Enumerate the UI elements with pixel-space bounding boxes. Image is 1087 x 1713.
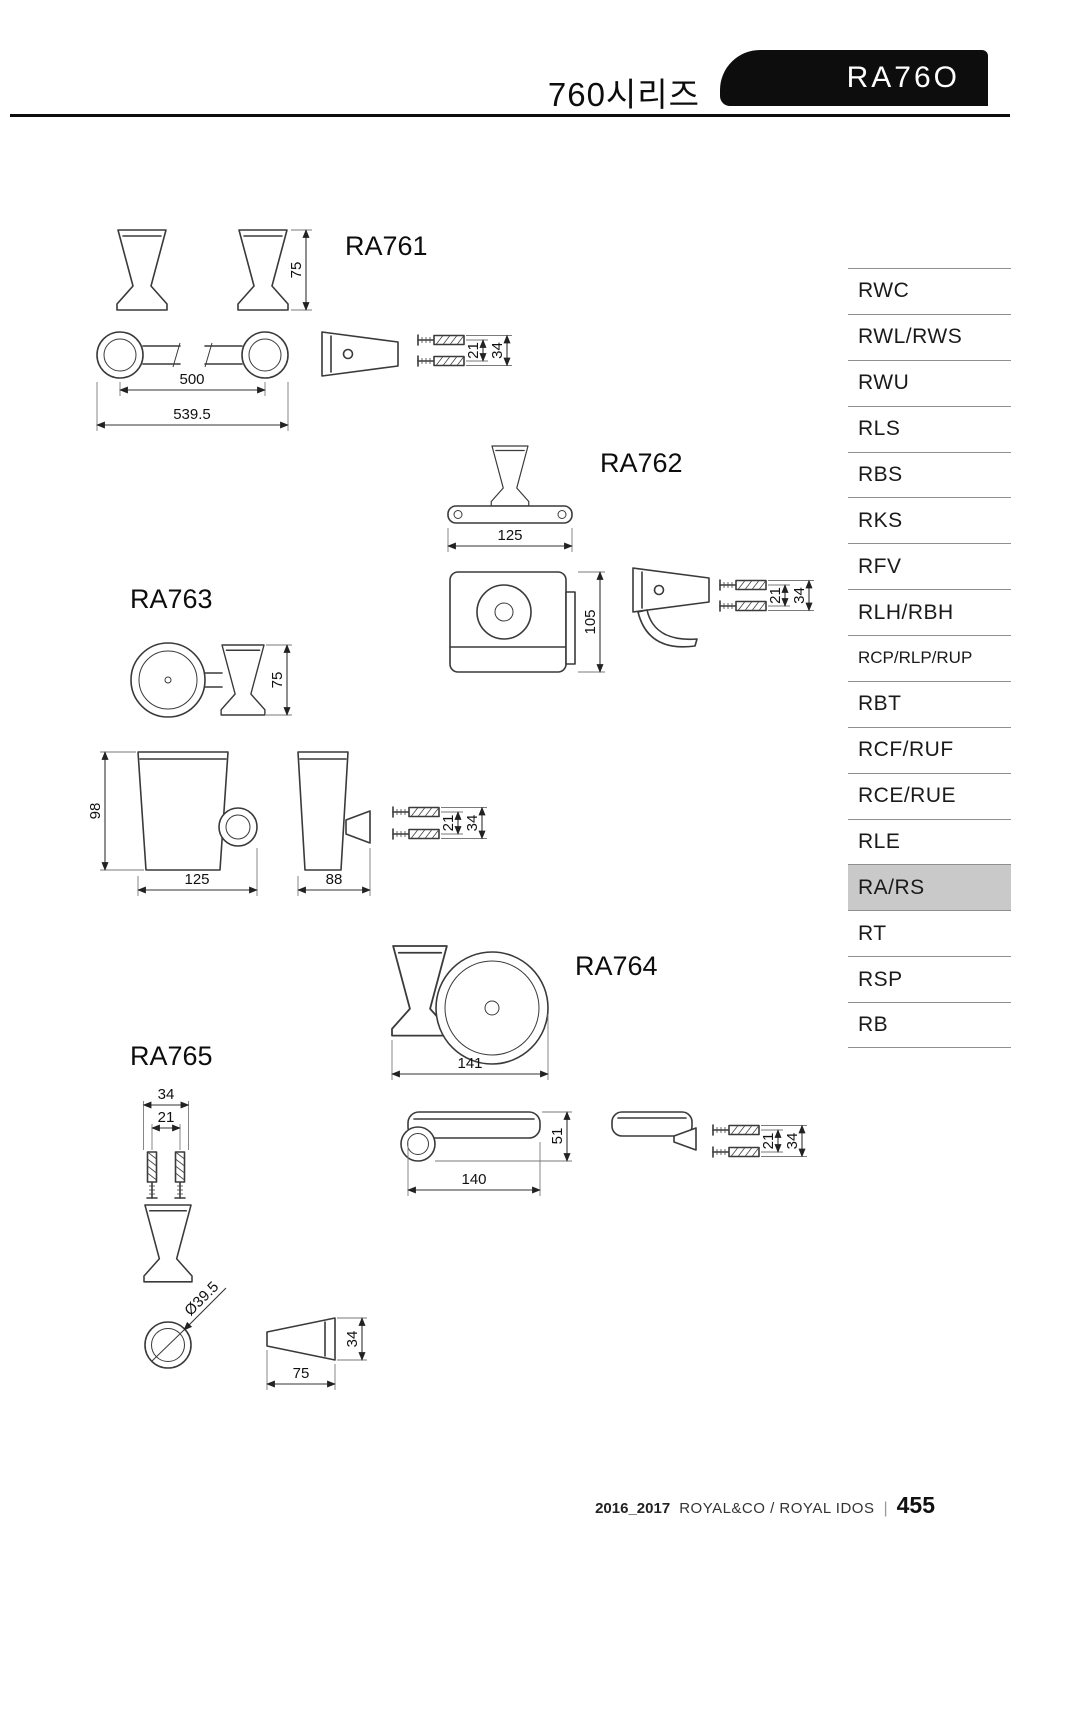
ra765-dim-height: 34 <box>344 1331 361 1348</box>
ra762-dim-hole-spacing: 21 <box>767 587 784 604</box>
sidebar-item-rbs: RBS <box>848 451 1011 498</box>
ra761-drawing: RA761 75 500 539.5 <box>96 229 512 431</box>
ra762-front-view: 105 <box>449 571 605 673</box>
ra765-label: RA765 <box>130 1041 213 1071</box>
sidebar-item-rb: RB <box>848 1002 1011 1048</box>
ra764-label: RA764 <box>575 951 658 981</box>
sidebar-item-rbt: RBT <box>848 680 1011 727</box>
series-tab: RA76O <box>720 50 988 106</box>
sidebar-item-rwu: RWU <box>848 359 1011 406</box>
ra761-label: RA761 <box>345 231 428 261</box>
sidebar-item-label: RB <box>858 1012 889 1036</box>
ra763-top-view: 75 <box>130 642 292 718</box>
ra764-dim-hole-overall: 34 <box>784 1133 801 1150</box>
sidebar-item-label: RT <box>858 921 887 945</box>
ra761-dim-hole-overall: 34 <box>489 342 506 359</box>
series-tab-label: RA76O <box>846 61 960 94</box>
sidebar-item-rks: RKS <box>848 497 1011 543</box>
ra762-top-view: 125 <box>447 445 573 552</box>
sidebar-item-label: RLS <box>858 417 901 441</box>
sidebar-item-label: RKS <box>858 508 903 532</box>
ra761-dim-bar-length: 500 <box>179 371 204 388</box>
ra765-base-view: Ø39.5 <box>144 1278 227 1369</box>
sidebar-item-label: RCP/RLP/RUP <box>858 648 973 668</box>
ra762-drawing: RA762 125 105 <box>447 445 814 673</box>
ra764-dim-width: 140 <box>461 1171 486 1188</box>
sidebar-item-rle: RLE <box>848 818 1011 865</box>
ra761-dim-post-height: 75 <box>288 262 305 279</box>
header-rule <box>10 114 1010 117</box>
ra764-dim-height: 51 <box>549 1128 566 1145</box>
ra763-dim-hole-overall: 34 <box>464 815 481 832</box>
footer-edition: 2016_2017 <box>595 1500 671 1517</box>
sidebar-item-label: RWU <box>858 371 910 395</box>
ra761-front-view: 75 <box>116 229 312 311</box>
ra765-dim-hole-overall: 34 <box>158 1086 175 1103</box>
ra763-dim-post-height: 75 <box>269 672 286 689</box>
sidebar-item-label: RFV <box>858 554 902 578</box>
ra761-plan-view: 500 539.5 <box>96 331 289 431</box>
sidebar-item-label: RBS <box>858 462 903 486</box>
ra765-front-view <box>143 1204 193 1283</box>
sidebar-item-rsp: RSP <box>848 956 1011 1002</box>
sidebar-item-rls: RLS <box>848 405 1011 452</box>
sidebar-item-rt: RT <box>848 910 1011 956</box>
ra762-dim-width: 125 <box>497 527 522 544</box>
sidebar-item-label: RWL/RWS <box>858 325 963 349</box>
category-index-sidebar: RWC RWL/RWS RWU RLS RBS RKS RFV RLH/RBH RCP/RLP/… <box>848 268 1011 1048</box>
sidebar-item-label: RLE <box>858 829 901 853</box>
sidebar-item-label: RBT <box>858 692 902 716</box>
sidebar-item-label: RCE/RUE <box>858 784 957 808</box>
ra761-dim-overall-length: 539.5 <box>173 406 211 423</box>
ra762-side-view-mounting: 21 34 <box>632 567 814 648</box>
ra763-front-view: 98 125 <box>87 751 258 896</box>
ra763-dim-depth: 88 <box>326 871 343 888</box>
ra764-front-view: 51 140 <box>400 1111 572 1196</box>
ra764-side-view-mounting: 21 34 <box>611 1111 807 1158</box>
sidebar-item-rce-rue: RCE/RUE <box>848 772 1011 819</box>
sidebar-item-rwc: RWC <box>848 268 1011 314</box>
sidebar-item-ra-rs: RA/RS <box>848 864 1011 911</box>
sidebar-item-label: RLH/RBH <box>858 600 954 624</box>
ra761-dim-hole-spacing: 21 <box>465 342 482 359</box>
ra762-dim-hole-overall: 34 <box>791 587 808 604</box>
ra765-mounting-holes: 34 21 <box>142 1086 190 1199</box>
sidebar-item-label: RWC <box>858 279 910 303</box>
ra763-dim-cup-height: 98 <box>87 803 104 820</box>
ra764-dim-hole-spacing: 21 <box>760 1133 777 1150</box>
page-footer: 2016_2017 ROYAL&CO / ROYAL IDOS | 455 <box>595 1492 935 1519</box>
ra763-dim-hole-spacing: 21 <box>440 815 457 832</box>
series-title: 760시리즈 <box>547 76 700 113</box>
sidebar-item-label: RSP <box>858 967 903 991</box>
technical-drawings: RA761 75 500 539.5 <box>87 229 814 1390</box>
footer-brand: ROYAL&CO / ROYAL IDOS <box>679 1500 875 1517</box>
ra765-dim-hole-spacing: 21 <box>158 1109 175 1126</box>
ra764-top-view: 141 <box>391 945 549 1080</box>
ra763-dim-width: 125 <box>184 871 209 888</box>
footer-separator: | <box>883 1500 888 1517</box>
ra763-label: RA763 <box>130 584 213 614</box>
sidebar-item-rfv: RFV <box>848 543 1011 589</box>
ra765-dim-base-diameter: Ø39.5 <box>181 1278 222 1319</box>
ra764-dim-diameter: 141 <box>457 1055 482 1072</box>
page-number: 455 <box>896 1492 935 1518</box>
sidebar-item-label: RA/RS <box>858 875 925 899</box>
sidebar-item-rcp-rlp-rup: RCP/RLP/RUP <box>848 635 1011 681</box>
ra765-dim-projection: 75 <box>293 1365 310 1382</box>
sidebar-item-rwl-rws: RWL/RWS <box>848 313 1011 360</box>
sidebar-item-label: RCF/RUF <box>858 738 954 762</box>
ra763-drawing: RA763 75 98 125 <box>87 584 487 896</box>
sidebar-item-rlh-rbh: RLH/RBH <box>848 589 1011 635</box>
sidebar-item-rcf-ruf: RCF/RUF <box>848 726 1011 773</box>
ra765-side-view: 75 34 <box>266 1317 367 1390</box>
ra763-side-view-mounting: 88 21 34 <box>297 751 487 896</box>
ra765-drawing: RA765 34 21 Ø39.5 75 <box>130 1041 367 1390</box>
ra761-side-view-mounting: 21 34 <box>321 331 512 377</box>
ra762-label: RA762 <box>600 448 683 478</box>
ra764-drawing: RA764 141 51 140 <box>391 945 807 1196</box>
ra762-dim-height: 105 <box>582 609 599 634</box>
